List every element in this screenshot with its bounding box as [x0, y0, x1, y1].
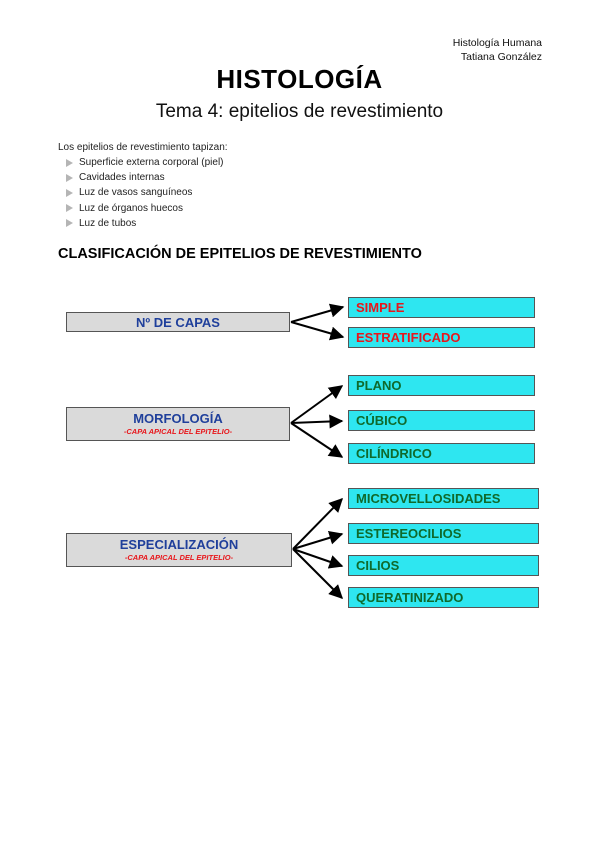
class-queratinizado: QUERATINIZADO: [348, 587, 539, 608]
triangle-bullet-icon: [66, 173, 73, 182]
arrow-plano: [290, 385, 344, 424]
arrow-cubico: [290, 414, 344, 429]
class-cubico: CÚBICO: [348, 410, 535, 431]
group-label: ESPECIALIZACIÓN: [119, 537, 239, 552]
course-name: Histología Humana: [452, 37, 542, 49]
arrow-cilios: [292, 548, 344, 569]
group-sublabel: -CAPA APICAL DEL EPITELIO-: [124, 553, 234, 562]
group-morfologia: MORFOLOGÍA -CAPA APICAL DEL EPITELIO-: [66, 407, 290, 441]
triangle-bullet-icon: [66, 188, 73, 197]
author-name: Tatiana González: [460, 51, 542, 63]
page-subtitle: Tema 4: epitelios de revestimiento: [155, 101, 444, 122]
section-title: CLASIFICACIÓN DE EPITELIOS DE REVESTIMIE…: [58, 246, 422, 262]
list-item: Luz de órganos huecos: [66, 201, 224, 216]
arrow-simple: [290, 303, 345, 323]
group-sublabel: -CAPA APICAL DEL EPITELIO-: [123, 427, 233, 436]
class-cilios: CILIOS: [348, 555, 539, 576]
page-title: HISTOLOGÍA: [216, 64, 383, 94]
list-item: Luz de tubos: [66, 216, 224, 231]
group-label: Nº DE CAPAS: [136, 315, 220, 330]
class-estratificado: ESTRATIFICADO: [348, 327, 535, 348]
triangle-bullet-icon: [66, 219, 73, 228]
class-simple: SIMPLE: [348, 297, 535, 318]
list-item: Cavidades internas: [66, 170, 224, 185]
document-header: Histología Humana Tatiana González: [453, 36, 542, 64]
class-cilindrico: CILÍNDRICO: [348, 443, 535, 464]
class-estereocilios: ESTEREOCILIOS: [348, 523, 539, 544]
intro-text: Los epitelios de revestimiento tapizan:: [58, 142, 228, 153]
group-label: MORFOLOGÍA: [133, 411, 223, 426]
arrow-microvellosidades: [292, 498, 343, 550]
group-capas: Nº DE CAPAS: [66, 312, 290, 332]
arrow-queratinizado: [292, 548, 343, 599]
arrow-cilindrico: [290, 422, 344, 458]
class-plano: PLANO: [348, 375, 535, 396]
list-item: Superficie externa corporal (piel): [66, 155, 224, 170]
intro-list: Superficie externa corporal (piel) Cavid…: [66, 155, 224, 231]
class-microvellosidades: MICROVELLOSIDADES: [348, 488, 539, 509]
triangle-bullet-icon: [66, 204, 73, 213]
triangle-bullet-icon: [66, 158, 73, 167]
arrow-estratificado: [290, 321, 345, 341]
arrow-estereocilios: [292, 530, 344, 550]
group-especializacion: ESPECIALIZACIÓN -CAPA APICAL DEL EPITELI…: [66, 533, 292, 567]
list-item: Luz de vasos sanguíneos: [66, 185, 224, 200]
